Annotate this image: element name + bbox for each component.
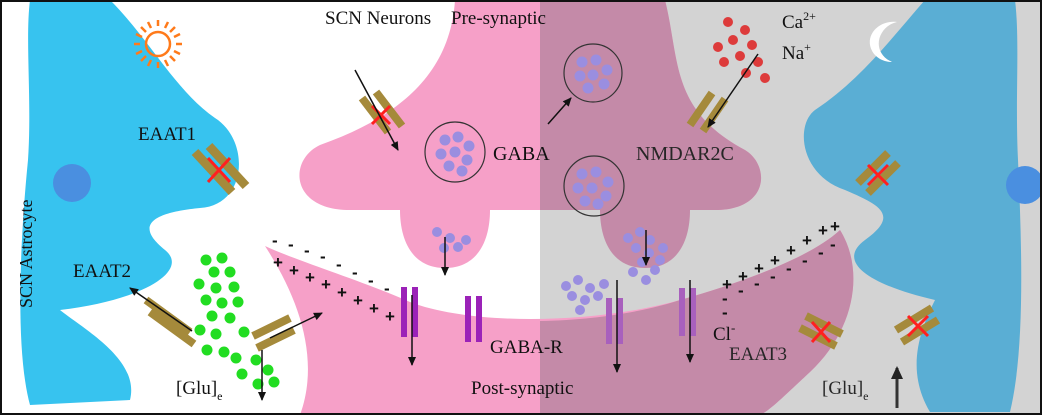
- svg-text:+: +: [321, 275, 331, 294]
- svg-text:+: +: [722, 275, 732, 294]
- nmdar2c-label: NMDAR2C: [636, 143, 734, 165]
- glutamate-transporter-center: [251, 314, 296, 352]
- svg-text:+: +: [802, 231, 812, 250]
- sun-icon: [134, 20, 182, 68]
- svg-text:+: +: [786, 241, 796, 260]
- eaat2-transporter: [143, 296, 197, 348]
- svg-text:+: +: [289, 261, 299, 280]
- svg-text:-: -: [304, 241, 310, 260]
- post-synaptic-label: Post-synaptic: [471, 378, 573, 399]
- svg-text:+: +: [738, 267, 748, 286]
- gaba-receptor-4: [679, 288, 696, 336]
- scn-astrocyte-label: SCN Astrocyte: [16, 199, 36, 308]
- left-astrocyte: [20, 0, 239, 405]
- glu-right-subscript: e: [863, 389, 868, 403]
- svg-text:-: -: [802, 251, 808, 270]
- svg-text:+: +: [273, 253, 283, 272]
- svg-text:+: +: [369, 299, 379, 318]
- membrane-charges: ---- ---- ++++ ++++ ++++ ++++ ---- ---- …: [272, 217, 840, 326]
- svg-text:-: -: [336, 255, 342, 274]
- na-superscript: +: [804, 40, 811, 54]
- nmdar2c-receptor: [686, 90, 729, 134]
- eaat1-label: EAAT1: [138, 124, 196, 145]
- ca-text: Ca: [782, 12, 804, 33]
- svg-text:+: +: [353, 291, 363, 310]
- pre-synaptic-channel-left: [358, 89, 406, 135]
- svg-text:-: -: [320, 247, 326, 266]
- gaba-r-label: GABA-R: [490, 337, 563, 358]
- right-astrocyte-transporter-upper: [855, 150, 901, 196]
- eaat1-transporter: [191, 142, 250, 196]
- na-label: Na+: [782, 40, 811, 64]
- right-astrocyte: [803, 0, 1022, 412]
- eaat3-label: EAAT3: [729, 344, 787, 365]
- svg-text:-: -: [818, 243, 824, 262]
- svg-text:-: -: [754, 274, 760, 293]
- glu-left-subscript: e: [217, 389, 222, 403]
- vesicle-bottom-right: [563, 155, 625, 217]
- glu-right-text: [Glu]: [822, 378, 863, 399]
- ca-label: Ca2+: [782, 9, 816, 33]
- svg-text:-: -: [770, 267, 776, 286]
- chloride-text: Cl: [713, 324, 731, 345]
- svg-text:+: +: [754, 259, 764, 278]
- moon-icon: [869, 21, 897, 62]
- gaba-label: GABA: [493, 143, 550, 165]
- ca-superscript: 2+: [803, 9, 816, 23]
- glu-left-label: [Glu]e: [176, 378, 222, 403]
- gaba-receptor-3: [606, 298, 623, 344]
- glu-left-text: [Glu]: [176, 378, 217, 399]
- right-astrocyte-transporter-lower: [893, 304, 941, 346]
- arrows: [129, 53, 759, 401]
- svg-text:-: -: [384, 279, 390, 298]
- svg-text:-: -: [738, 281, 744, 300]
- pre-synaptic-label: Pre-synaptic: [451, 8, 546, 29]
- right-astrocyte-nucleus: [1006, 166, 1042, 204]
- glutamate-cluster: [193, 252, 280, 390]
- left-astrocyte-nucleus: [53, 164, 91, 202]
- vesicle-left: [424, 121, 486, 183]
- pre-synaptic-neuron-night-shade: [540, 0, 762, 210]
- svg-text:+: +: [385, 307, 395, 326]
- svg-text:+: +: [770, 251, 780, 270]
- eaat3-transporter: [798, 312, 844, 350]
- na-text: Na: [782, 43, 805, 64]
- svg-text:-: -: [722, 303, 728, 322]
- eaat2-label: EAAT2: [73, 261, 131, 282]
- svg-text:+: +: [305, 268, 315, 287]
- gaba-receptor-2: [465, 296, 482, 342]
- svg-text:-: -: [830, 235, 836, 254]
- svg-text:+: +: [830, 217, 840, 236]
- glu-right-label: [Glu]e: [822, 378, 868, 403]
- synaptic-bulge-right: [600, 210, 690, 268]
- svg-text:-: -: [272, 231, 278, 250]
- svg-text:-: -: [368, 271, 374, 290]
- chloride-label: Cl-: [713, 320, 735, 345]
- gaba-receptor-1: [401, 287, 418, 337]
- svg-text:-: -: [288, 235, 294, 254]
- svg-text:+: +: [818, 221, 828, 240]
- svg-text:-: -: [722, 289, 728, 308]
- gaba-release-left: [432, 227, 471, 253]
- calcium-sodium-ions: [713, 17, 770, 83]
- chloride-superscript: -: [731, 320, 735, 335]
- svg-text:+: +: [337, 283, 347, 302]
- svg-text:-: -: [352, 263, 358, 282]
- scn-neurons-label: SCN Neurons: [325, 8, 431, 29]
- vesicle-top-right: [563, 43, 623, 103]
- svg-text:-: -: [786, 259, 792, 278]
